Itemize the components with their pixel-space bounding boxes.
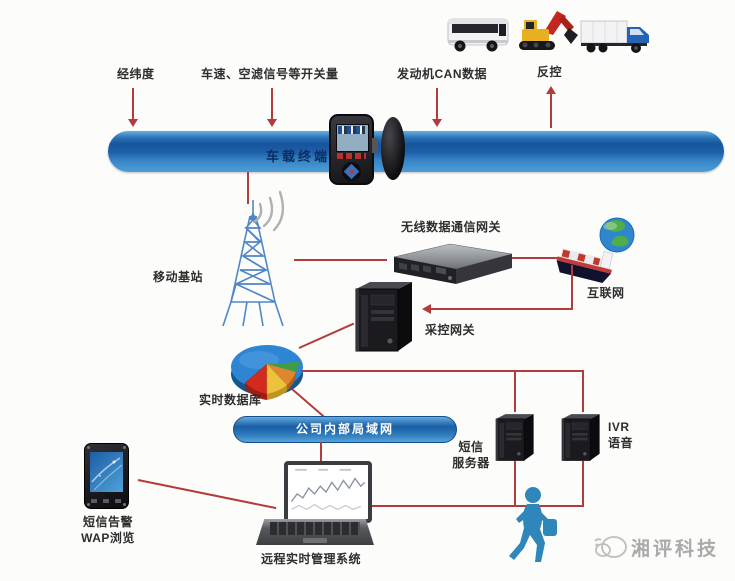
truck-icon xyxy=(580,20,649,53)
connector-bar-tower xyxy=(247,172,249,204)
realtime-db-label: 实时数据库 xyxy=(199,393,262,407)
rack-server-icon xyxy=(393,243,513,284)
connector-lan-laptop xyxy=(320,442,322,462)
signal-waves-icon xyxy=(252,190,285,232)
switch-signals-label: 车速、空滤信号等开关量 xyxy=(201,67,339,81)
sketch-logo-icon xyxy=(594,536,627,558)
phone-screen xyxy=(90,452,123,492)
connector-tower-rack xyxy=(294,259,387,261)
connector-reverse xyxy=(550,94,552,128)
smartphone-icon xyxy=(84,443,129,509)
terminal-dpad xyxy=(342,162,361,181)
connector-internet-gateway xyxy=(431,308,573,310)
connector-internet-down xyxy=(571,265,573,309)
internet-label: 互联网 xyxy=(587,286,625,300)
connector-db-servers xyxy=(301,370,584,372)
connector-rack-internet xyxy=(512,257,562,259)
gps-label: 经纬度 xyxy=(117,67,155,81)
pie-chart-icon xyxy=(231,345,303,400)
arrowhead-can xyxy=(432,119,442,127)
walking-person-icon xyxy=(509,487,557,562)
antenna-tower-icon xyxy=(222,200,284,327)
terminal-pixels xyxy=(338,126,365,134)
antenna-pod-icon xyxy=(381,117,405,180)
connector-db-sms xyxy=(514,371,516,412)
ivr-label: IVR 语音 xyxy=(608,420,634,450)
connector-switches xyxy=(271,88,273,120)
collect-gateway-label: 采控网关 xyxy=(425,323,476,337)
engine-can-label: 发动机CAN数据 xyxy=(397,67,487,81)
gps-terminal-icon xyxy=(329,114,378,185)
ivr-server-icon xyxy=(561,413,600,461)
reverse-control-label: 反控 xyxy=(537,65,563,79)
laptop-keyboard xyxy=(256,519,374,545)
connector-gps xyxy=(132,88,134,120)
management-system-label: 远程实时管理系统 xyxy=(261,552,362,566)
vehicle-terminal-label: 车载终端 xyxy=(266,149,331,164)
vehicle-bus-bar xyxy=(108,131,724,172)
connector-db-lan xyxy=(291,388,325,418)
connector-phone-laptop xyxy=(137,479,277,510)
sms-server-label: 短信 服务器 xyxy=(452,440,490,470)
arrowhead-gps xyxy=(128,119,138,127)
tower-server-icon xyxy=(355,281,413,352)
phone-label: 短信告警 WAP浏览 xyxy=(81,515,135,545)
lan-label: 公司内部局域网 xyxy=(295,422,394,436)
connector-laptop-servers xyxy=(372,505,584,507)
excavator-icon xyxy=(519,11,578,50)
sms-server-icon xyxy=(495,413,534,461)
terminal-side-tab xyxy=(372,138,378,153)
connector-ivr-down xyxy=(582,461,584,506)
wireless-gateway-label: 无线数据通信网关 xyxy=(401,220,502,234)
ship-globe-icon xyxy=(556,217,635,283)
phone-keys xyxy=(91,499,122,503)
connector-gateway-db xyxy=(298,322,355,349)
connector-sms-down xyxy=(514,461,516,506)
arrowhead-gateway xyxy=(422,304,431,314)
brand-watermark: 湘评科技 xyxy=(631,539,720,560)
connector-can xyxy=(436,88,438,120)
bus-icon xyxy=(447,18,509,52)
arrowhead-switches xyxy=(267,119,277,127)
laptop-screen xyxy=(284,461,372,523)
lan-bar: 公司内部局域网 xyxy=(233,416,457,443)
connector-db-ivr xyxy=(582,371,584,412)
terminal-buttons xyxy=(337,153,366,159)
base-station-label: 移动基站 xyxy=(153,270,204,284)
arrowhead-reverse xyxy=(546,86,556,94)
